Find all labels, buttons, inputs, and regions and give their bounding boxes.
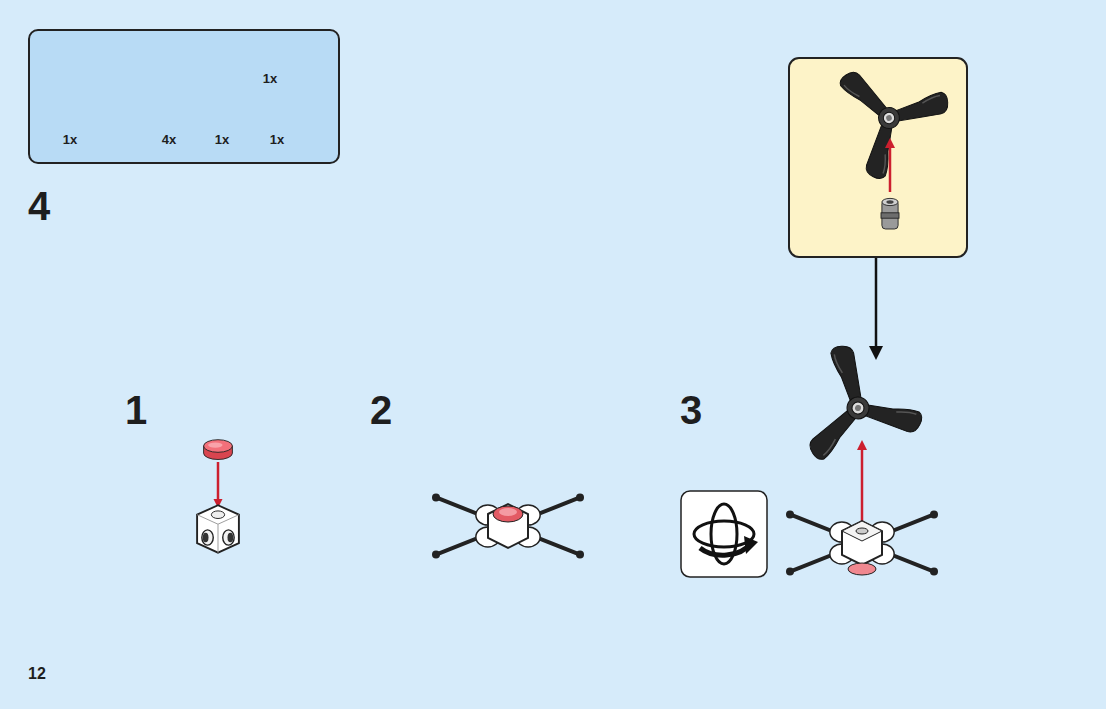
substep-number: 1 <box>125 390 147 430</box>
assembly-arrow <box>885 138 895 192</box>
assembly-arrow <box>214 462 223 508</box>
page-number: 12 <box>28 666 46 682</box>
hub-assembly <box>786 510 938 575</box>
part-count: 4x <box>162 133 176 146</box>
part-count: 1x <box>215 133 229 146</box>
step-number: 4 <box>28 186 50 226</box>
round-tile <box>204 440 233 460</box>
rotate-icon <box>694 504 758 564</box>
parts-list-box: 1x 1x 4x 1x 1x <box>28 29 340 164</box>
part-count: 1x <box>270 133 284 146</box>
substep-number: 2 <box>370 390 392 430</box>
brick-with-studs <box>197 505 239 553</box>
propeller <box>801 338 936 484</box>
callout-box <box>789 58 967 257</box>
pin-connector <box>881 198 899 229</box>
part-count: 1x <box>63 133 77 146</box>
propeller <box>835 46 964 185</box>
rotate-icon-box <box>681 491 767 577</box>
assembly-arrow <box>869 258 883 360</box>
substep-number: 3 <box>680 390 702 430</box>
part-count: 1x <box>263 72 277 85</box>
hub-assembly <box>432 493 584 558</box>
